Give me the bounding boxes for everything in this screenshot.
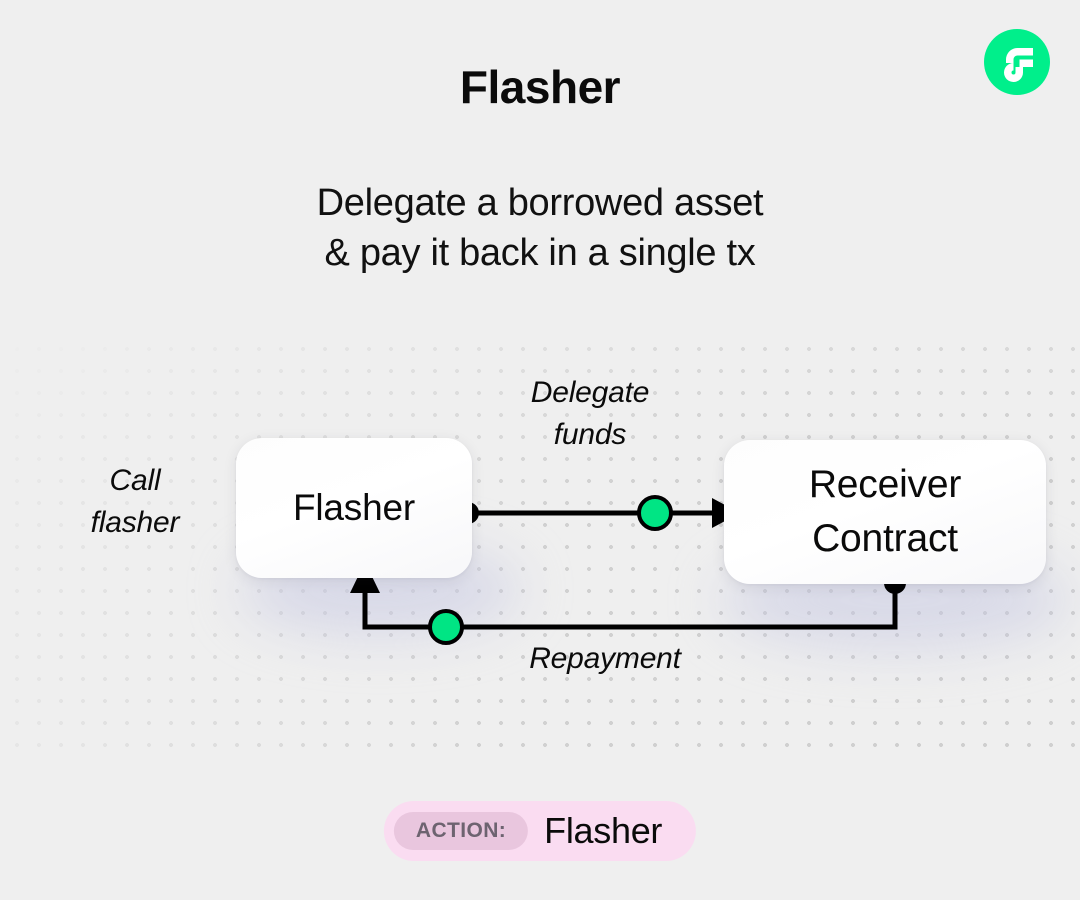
node-card-receiver[interactable]: Receiver Contract <box>724 440 1046 584</box>
edge-label-repayment: Repayment <box>529 642 681 675</box>
node-card-flasher-label: Flasher <box>293 487 415 528</box>
flow-diagram: Flasher Receiver Contract Call flasher D… <box>0 330 1080 760</box>
flow-logo-icon <box>984 29 1050 95</box>
page-subtitle: Delegate a borrowed asset & pay it back … <box>0 178 1080 278</box>
subtitle-line-1: Delegate a borrowed asset <box>316 182 764 224</box>
edge-repayment-line <box>362 583 898 630</box>
page-title: Flasher <box>459 61 621 113</box>
action-badge-value: Flasher <box>544 810 663 851</box>
node-card-receiver-label-line-2: Contract <box>812 517 958 560</box>
action-badge[interactable]: ACTION: Flasher <box>383 801 697 861</box>
edge-label-call-flasher: Call flasher <box>90 464 180 539</box>
node-delegate-funds <box>637 495 673 531</box>
edge-label-delegate-funds: Delegate funds <box>530 376 650 451</box>
node-repayment <box>428 609 464 645</box>
action-badge-kicker: ACTION: <box>393 812 529 850</box>
node-card-flasher[interactable]: Flasher <box>236 438 472 578</box>
node-card-receiver-label-line-1: Receiver <box>808 463 962 506</box>
subtitle-line-2: & pay it back in a single tx <box>324 232 756 274</box>
